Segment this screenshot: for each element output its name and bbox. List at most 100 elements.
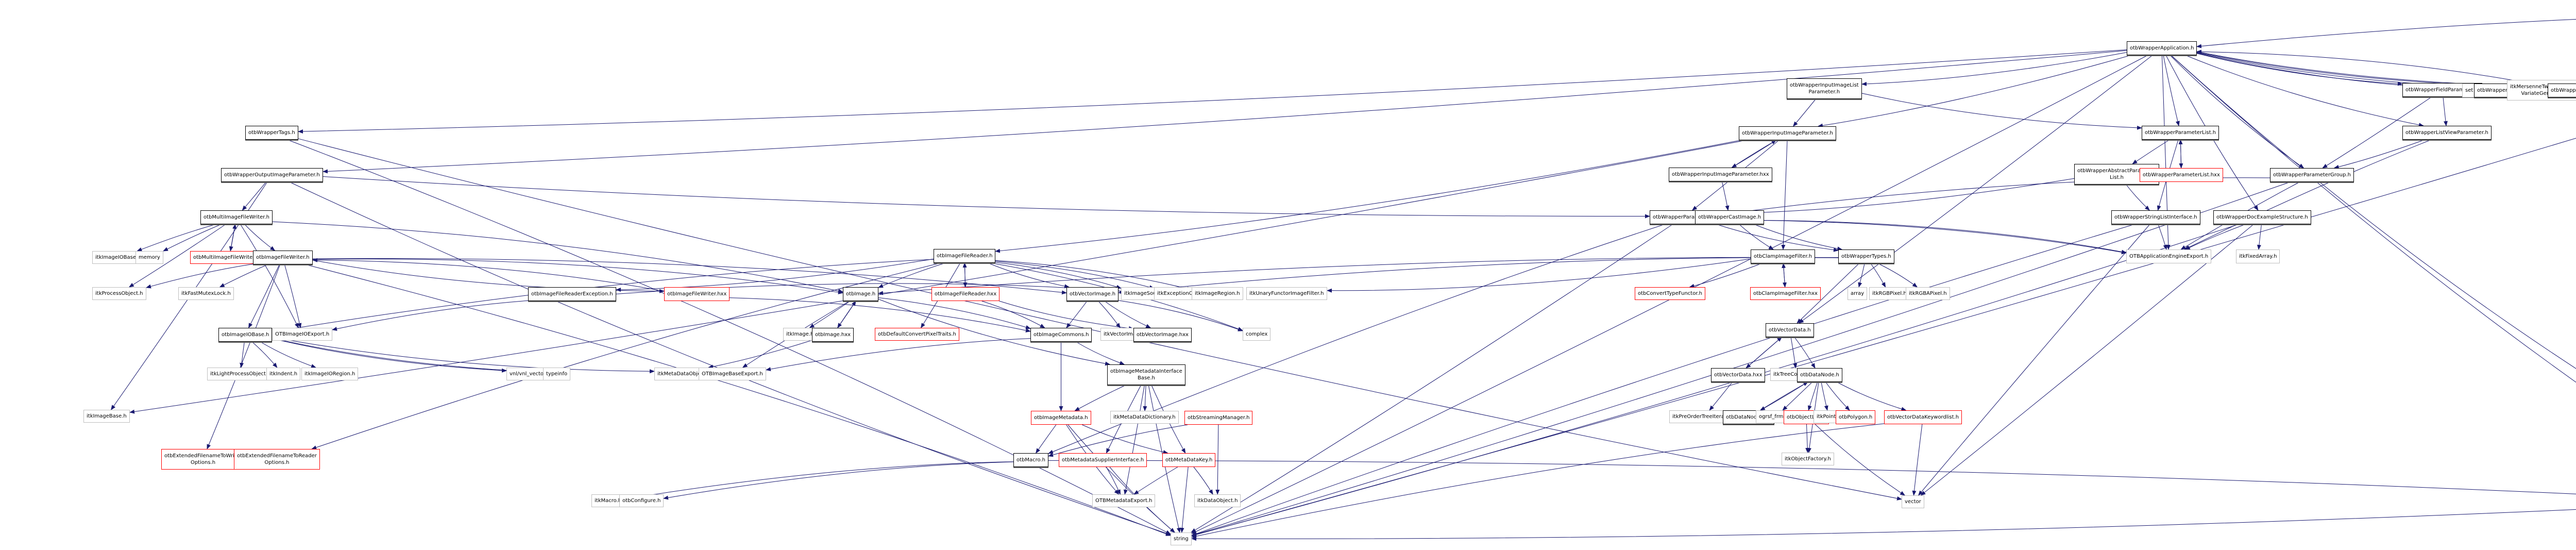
node-typeinfo[interactable]: typeinfo (543, 368, 571, 380)
node-vdkeyword[interactable]: otbVectorDataKeywordlist.h (1884, 410, 1962, 424)
edge-datanode-to-polygon (1825, 381, 1850, 411)
node-docexample[interactable]: otbWrapperDocExampleStructure.h (2213, 210, 2311, 224)
edge-image-to-commons (878, 297, 1031, 329)
node-itkimage[interactable]: itkImage.h (783, 328, 817, 341)
edge-vectordatahxx-to-preorder (1709, 381, 1733, 411)
edge-clamp-to-unary (1327, 258, 1751, 293)
node-dataobj[interactable]: itkDataObject.h (1194, 494, 1241, 507)
node-lightproc[interactable]: itkLightProcessObject.h (207, 368, 274, 380)
edge-reader-to-efnreader (311, 262, 941, 449)
node-itkmacro[interactable]: itkMacro.h (591, 494, 625, 507)
node-defconv[interactable]: otbDefaultConvertPixelTraits.h (875, 328, 959, 341)
node-unary[interactable]: itkUnaryFunctorImageFilter.h (1246, 287, 1327, 300)
node-otbmacro[interactable]: otbMacro.h (1013, 453, 1048, 467)
node-image[interactable]: otbImage.h (843, 287, 879, 301)
node-paramgroup[interactable]: otbWrapperParameterGroup.h (2270, 168, 2354, 182)
node-inlistparam[interactable]: otbWrapperInputImageList Parameter.h (1787, 78, 1862, 99)
node-paramlist[interactable]: otbWrapperParameterList.h (2142, 126, 2219, 140)
node-writer[interactable]: otbImageFileWriter.h (253, 251, 313, 264)
node-mdkey[interactable]: otbMetaDataKey.h (1162, 453, 1216, 467)
node-appexport[interactable]: OTBApplicationEngineExport.h (2126, 249, 2212, 263)
edge-readerhxx-to-vecimagehxx (999, 301, 1134, 330)
node-vecimagehxx[interactable]: otbVectorImage.hxx (1133, 328, 1192, 342)
node-procobj[interactable]: itkProcessObject.h (92, 287, 146, 300)
node-ioexport[interactable]: OTBImageIOExport.h (272, 328, 333, 341)
edge-inimgparamhxx-to-inimgparam (1732, 140, 1777, 168)
edge-multiwriter-to-memory (163, 224, 222, 252)
node-mdsupplier[interactable]: otbMetadataSupplierInterface.h (1059, 453, 1147, 467)
node-readerexc[interactable]: otbImageFileReaderException.h (528, 287, 616, 301)
node-ioregion[interactable]: itkImageIORegion.h (301, 368, 359, 380)
node-rgb[interactable]: itkRGBPixel.h (1869, 287, 1910, 300)
edge-reader-to-image (878, 262, 946, 288)
node-vectordata[interactable]: otbVectorData.h (1766, 323, 1814, 337)
edge-app-to-string (1191, 55, 2148, 534)
edge-iobase-to-vnl (272, 338, 507, 373)
edge-docexample-to-appexport (2184, 224, 2246, 250)
node-imagehxx[interactable]: otbImage.hxx (812, 328, 854, 342)
node-mdexport[interactable]: OTBMetadataExport.h (1092, 494, 1156, 507)
node-app[interactable]: otbWrapperApplication.h (2127, 41, 2197, 55)
node-itkimagebase[interactable]: itkImageBase.h (83, 410, 130, 423)
edge-imgmetadata-to-mdkey (1082, 424, 1168, 454)
node-strlist[interactable]: otbWrapperStringListInterface.h (2111, 210, 2200, 224)
edge-iobase-to-ioregion (260, 341, 316, 368)
edge-app-to-paramgroup (2170, 55, 2304, 169)
node-streaming[interactable]: otbStreamingManager.h (1184, 411, 1253, 425)
node-indent[interactable]: itkIndent.h (266, 368, 301, 380)
edge-objlist-to-objfactory (1805, 424, 1810, 453)
node-complex[interactable]: complex (1243, 328, 1271, 341)
node-otbconfig[interactable]: otbConfigure.h (619, 494, 664, 507)
node-castimage[interactable]: otbWrapperCastImage.h (1695, 210, 1765, 224)
node-mutex[interactable]: itkFastMutexLock.h (178, 287, 234, 300)
node-convfunctor[interactable]: otbConvertTypeFunctor.h (1635, 287, 1706, 300)
node-multiwriter[interactable]: otbMultiImageFileWriter.h (200, 210, 273, 224)
node-efnwriter[interactable]: otbExtendedFilenameToWriter Options.h (161, 449, 245, 470)
node-apphxx[interactable]: otbWrapperApplication.hxx (2548, 84, 2576, 97)
node-commons[interactable]: otbImageCommons.h (1030, 328, 1092, 342)
edge-multiwriter-to-itkioBase (137, 224, 216, 252)
node-imgregion[interactable]: itkImageRegion.h (1192, 287, 1243, 300)
node-vecimage[interactable]: otbVectorImage.h (1066, 287, 1119, 301)
node-imgmetadata[interactable]: otbImageMetadata.h (1031, 411, 1091, 425)
node-itkioBase[interactable]: itkImageIOBase.h (92, 251, 144, 264)
edge-imagehxx-to-mdobject (708, 340, 812, 369)
node-iobase[interactable]: otbImageIOBase.h (218, 328, 273, 342)
edge-reader-to-vecimage (988, 262, 1070, 289)
edge-app-to-fieldparam (2196, 53, 2403, 86)
node-memory[interactable]: memory (135, 251, 163, 264)
node-tags[interactable]: otbWrapperTags.h (245, 126, 298, 140)
node-paramlisthxx[interactable]: otbWrapperParameterList.hxx (2140, 168, 2223, 182)
node-array[interactable]: array (1848, 287, 1868, 300)
edge-writerhxx-to-writer (312, 258, 665, 292)
node-fixedarray[interactable]: itkFixedArray.h (2236, 249, 2280, 263)
node-inimgparamhxx[interactable]: otbWrapperInputImageParameter.hxx (1669, 168, 1772, 181)
node-inimgparam[interactable]: otbWrapperInputImageParameter.h (1739, 126, 1836, 140)
node-reader[interactable]: otbImageFileReader.h (934, 249, 996, 263)
node-readerhxx[interactable]: otbImageFileReader.hxx (931, 287, 1000, 301)
edge-vecimage-to-itkvecimage (1098, 301, 1121, 328)
edge-docexample-to-fixedarray (2257, 224, 2262, 250)
edge-datanode-to-ogrsf (1782, 381, 1813, 411)
node-rgba[interactable]: itkRGBAPixel.h (1906, 287, 1950, 300)
edge-otbmacro-to-otbconfig (663, 461, 1014, 500)
node-vectordatahxx[interactable]: otbVectorData.hxx (1711, 368, 1766, 382)
node-outimgparam[interactable]: otbWrapperOutputImageParameter.h (221, 168, 323, 182)
node-writerhxx[interactable]: otbImageFileWriter.hxx (664, 287, 730, 301)
node-wtypes[interactable]: otbWrapperTypes.h (1838, 249, 1894, 263)
node-mdibase[interactable]: otbImageMetadataInterface Base.h (1107, 364, 1185, 385)
node-mddict[interactable]: itkMetaDataDictionary.h (1110, 411, 1179, 424)
node-string[interactable]: string (1171, 532, 1192, 545)
edge-docexample-to-vector (1920, 224, 2254, 496)
node-datanode[interactable]: otbDataNode.h (1797, 368, 1842, 382)
node-basexport[interactable]: OTBImageBaseExport.h (699, 368, 766, 380)
node-objfactory[interactable]: itkObjectFactory.h (1782, 453, 1834, 465)
node-polygon[interactable]: otbPolygon.h (1836, 410, 1876, 424)
node-clamphxx[interactable]: otbClampImageFilter.hxx (1750, 287, 1821, 300)
node-listview[interactable]: otbWrapperListViewParameter.h (2402, 126, 2492, 140)
node-clamp[interactable]: otbClampImageFilter.h (1751, 249, 1816, 263)
node-vector[interactable]: vector (1902, 495, 1924, 508)
edge-castimage-to-appexport (1764, 220, 2127, 254)
node-efnreader[interactable]: otbExtendedFilenameToReader Options.h (234, 449, 320, 470)
